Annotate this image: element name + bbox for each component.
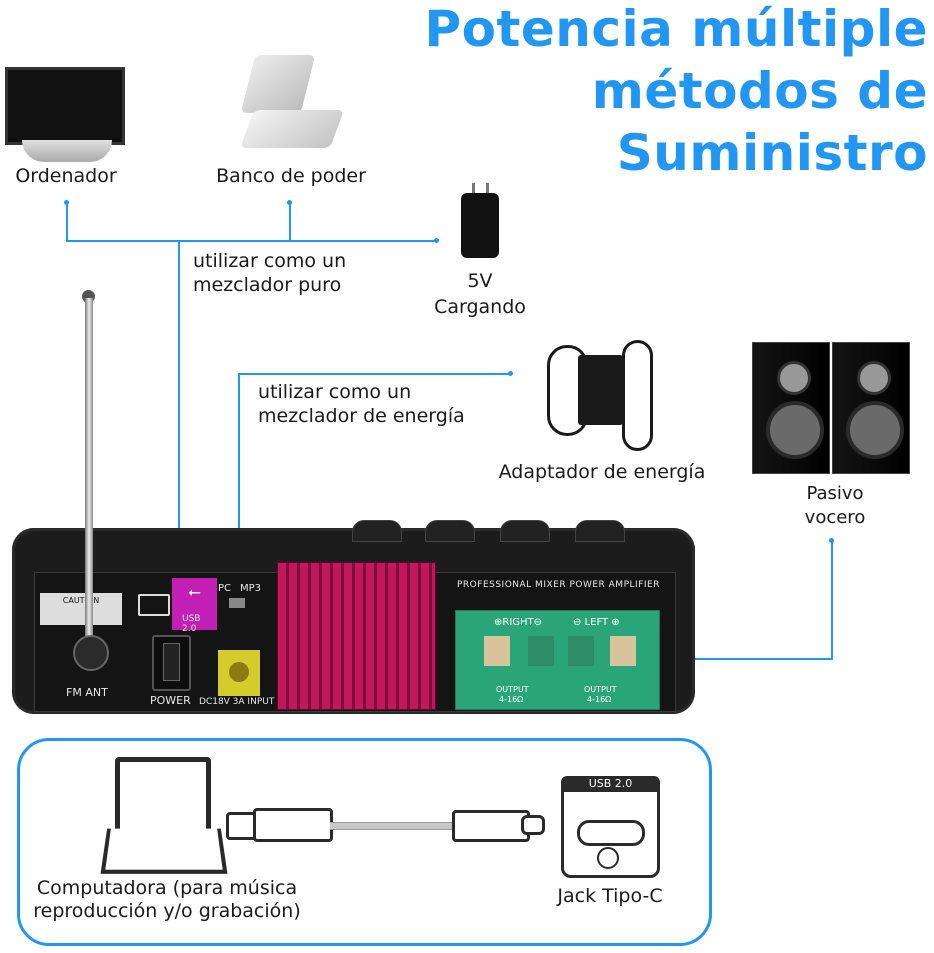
charger-prong-right xyxy=(486,183,489,197)
mp3-label: MP3 xyxy=(240,583,262,594)
power-bank-icon xyxy=(240,55,316,113)
speaker-output-panel: ⊕RIGHT⊖ ⊖ LEFT ⊕ OUTPUT 4-16Ω OUTPUT 4-1… xyxy=(455,610,660,710)
laptop-icon xyxy=(115,757,211,835)
screw-icon xyxy=(597,847,619,869)
right-label: ⊕RIGHT⊖ xyxy=(494,617,543,628)
power-mixer-label-1: utilizar como un xyxy=(258,381,412,403)
pure-mixer-label-2: mezclador puro xyxy=(193,274,342,296)
laptop-keyboard-icon xyxy=(100,828,228,874)
title-line-1: Potencia múltiple xyxy=(424,0,928,58)
output-left-label: OUTPUT xyxy=(584,685,617,694)
connector-line xyxy=(178,240,180,580)
typec-jack-label: Jack Tipo-C xyxy=(557,885,663,907)
left-label: ⊖ LEFT ⊕ xyxy=(573,617,620,628)
usb-c-body-icon xyxy=(452,810,530,842)
charger-prong-left xyxy=(472,183,475,197)
pc-label: PC xyxy=(218,583,232,594)
connector-line xyxy=(831,540,833,660)
output-right-ohm: 4-16Ω xyxy=(499,695,524,704)
speaker-label-1: Pasivo xyxy=(806,483,864,504)
dc-input-label: DC18V 3A INPUT xyxy=(199,697,275,707)
antenna-base-icon xyxy=(73,635,109,671)
terminal-icon[interactable] xyxy=(484,636,510,666)
pure-mixer-label-1: utilizar como un xyxy=(193,250,347,272)
brand-strip: PROFESSIONAL MIXER POWER AMPLIFIER xyxy=(457,580,660,590)
knob-icon[interactable] xyxy=(575,520,625,542)
terminal-icon[interactable] xyxy=(568,636,594,666)
tweeter-icon xyxy=(777,361,811,395)
monitor-icon xyxy=(5,67,125,145)
monitor-stand-icon xyxy=(22,140,112,162)
connector-dot xyxy=(434,238,439,243)
terminal-icon[interactable] xyxy=(528,636,554,666)
woofer-icon xyxy=(846,401,904,459)
adapter-cable-icon xyxy=(547,345,588,436)
power-mixer-label-2: mezclador de energía xyxy=(258,405,465,427)
fm-ant-label: FM ANT xyxy=(66,686,108,699)
connector-line xyxy=(66,202,68,241)
usb-label: USB 2.0 xyxy=(182,614,201,634)
tweeter-icon xyxy=(857,361,891,395)
speaker-right-icon xyxy=(832,342,910,474)
antenna-icon[interactable] xyxy=(85,298,93,638)
typec-usb-label: USB 2.0 xyxy=(561,776,660,792)
title-line-2: métodos de xyxy=(591,62,928,120)
adapter-cord-icon xyxy=(622,340,653,451)
connector-line xyxy=(655,658,833,660)
computer-desc-1: Computadora (para música xyxy=(36,877,298,899)
charger-label: Cargando xyxy=(434,296,526,318)
heatsink xyxy=(277,562,436,710)
knob-icon[interactable] xyxy=(352,520,402,542)
title-line-3: Suministro xyxy=(616,124,928,182)
power-bank-2-icon xyxy=(240,110,344,148)
usb-a-body-icon xyxy=(253,808,333,842)
usb-port-panel[interactable]: ⭠ USB 2.0 xyxy=(172,578,217,634)
usb-c-plug-icon xyxy=(521,815,545,835)
knob-icon[interactable] xyxy=(500,520,550,542)
dc-input-jack[interactable] xyxy=(218,650,260,696)
pc-mp3-switch[interactable] xyxy=(229,598,245,608)
charger-icon xyxy=(461,193,499,258)
power-switch[interactable] xyxy=(152,635,191,691)
caution-text: CAUTION xyxy=(62,596,100,605)
terminal-icon[interactable] xyxy=(610,636,636,666)
output-left-ohm: 4-16Ω xyxy=(587,695,612,704)
adapter-label: Adaptador de energía xyxy=(498,461,706,483)
usb-cable-icon xyxy=(330,822,452,830)
knob-icon[interactable] xyxy=(425,520,475,542)
power-label: POWER xyxy=(150,694,191,707)
typec-port-icon xyxy=(577,820,645,846)
connector-line xyxy=(66,240,436,242)
output-right-label: OUTPUT xyxy=(496,685,529,694)
rocker-icon xyxy=(163,643,180,681)
connector-dot xyxy=(508,371,513,376)
computer-desc-2: reproducción y/o grabación) xyxy=(33,900,301,922)
speaker-left-icon xyxy=(752,342,830,474)
power-bank-label: Banco de poder xyxy=(216,165,366,187)
usb-symbol-icon: ⭠ xyxy=(188,582,201,601)
dc-jack-icon xyxy=(229,662,249,682)
connector-line xyxy=(289,202,291,241)
computer-label: Ordenador xyxy=(15,165,117,187)
woofer-icon xyxy=(766,401,824,459)
laptop-small-icon xyxy=(138,594,170,616)
caution-sticker: CAUTION xyxy=(40,593,122,625)
connector-line xyxy=(238,373,240,655)
connection-box xyxy=(17,738,712,946)
charger-voltage-label: 5V xyxy=(467,270,493,292)
speaker-label-2: vocero xyxy=(804,507,866,528)
connector-line xyxy=(238,373,510,375)
